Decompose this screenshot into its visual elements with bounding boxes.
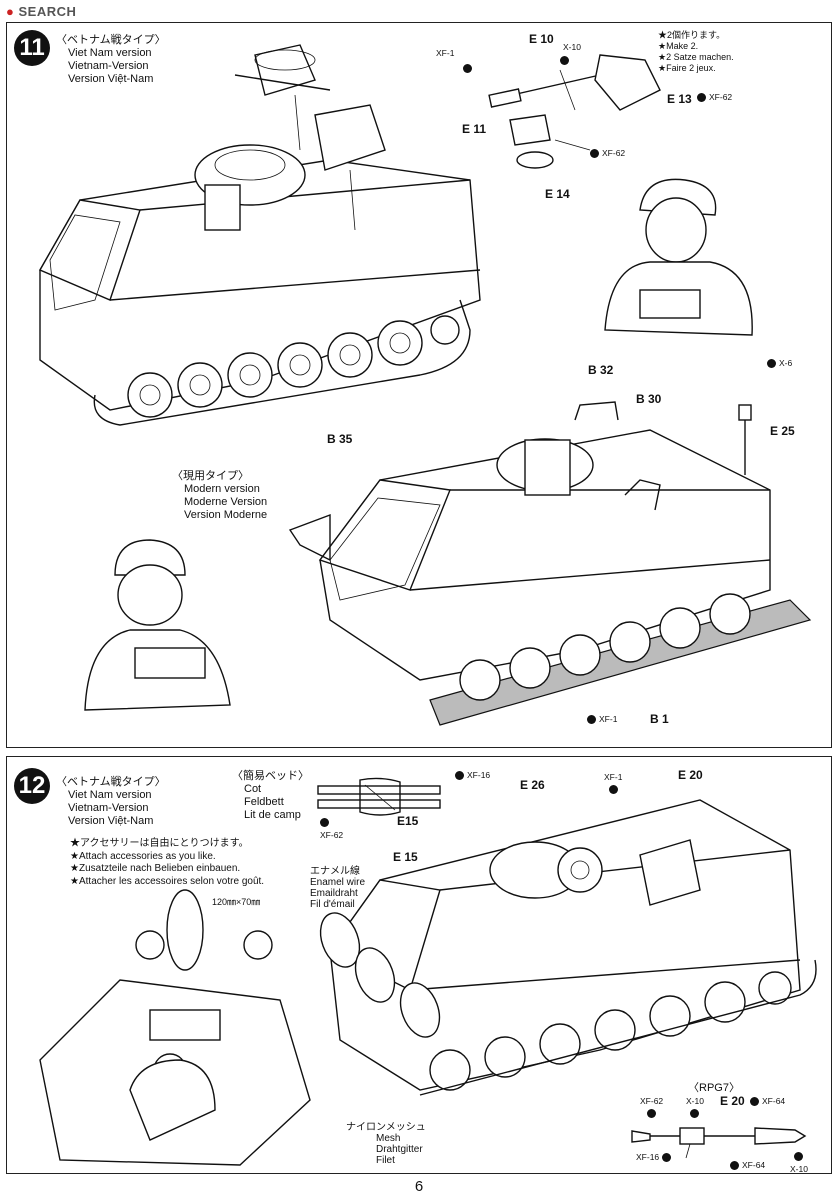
- paint-xf62-e14: XF-62: [590, 148, 625, 158]
- page-number: 6: [414, 1178, 424, 1195]
- part-e15-cot-label: E15: [397, 814, 419, 828]
- accessory-notes: ★アクセサリーは自由にとりつけます。 ★Attach accessories a…: [70, 838, 265, 887]
- paint-dot-icon: [662, 1152, 672, 1162]
- cot-title: 〈簡易ベッド〉 Cot Feldbett Lit de camp: [232, 770, 309, 821]
- paint-xf1-step12: XF-1: [604, 772, 622, 794]
- paint-xf16-rpg: XF-16: [636, 1152, 672, 1162]
- part-b1-label: B 1: [650, 712, 669, 726]
- part-e25-label: E 25: [770, 424, 795, 438]
- paint-dot-icon: [767, 358, 776, 368]
- step-11-title: 〈ベトナム戦タイプ〉 Viet Nam version Vietnam-Vers…: [56, 34, 166, 85]
- paint-dot-icon: [455, 770, 464, 780]
- part-e20-label: E 20: [678, 768, 703, 782]
- dimension-label: 120㎜×70㎜: [212, 897, 261, 907]
- enamel-wire-label: エナメル線 Enamel wire Emaildraht Fil d'émail: [310, 866, 366, 910]
- modern-version-title: 〈現用タイプ〉 Modern version Moderne Version V…: [172, 470, 268, 521]
- paint-dot-icon: [608, 785, 618, 794]
- part-e15-label: E 15: [393, 850, 418, 864]
- part-e14-label: E 14: [545, 187, 570, 201]
- paint-xf64-rpg-bottom: XF-64: [730, 1160, 765, 1170]
- step-12-panel: [6, 756, 832, 1174]
- paint-dot-icon: [647, 1109, 657, 1118]
- paint-dot-icon: [320, 818, 329, 827]
- paint-xf62-rpg: XF-62: [640, 1096, 663, 1118]
- paint-xf62-e13: XF-62: [697, 92, 732, 102]
- part-b30-label: B 30: [636, 392, 662, 406]
- step-12-title: 〈ベトナム戦タイプ〉 Viet Nam version Vietnam-Vers…: [56, 776, 166, 827]
- paint-xf62-cot: XF-62: [320, 818, 343, 840]
- watermark: ● SEARCH: [6, 4, 77, 19]
- paint-dot-icon: [750, 1096, 759, 1106]
- part-e13-label: E 13: [667, 92, 692, 106]
- paint-xf16-cot: XF-16: [455, 770, 490, 780]
- paint-x10-upper: X-10: [563, 42, 581, 52]
- part-e26-label: E 26: [520, 778, 545, 792]
- rpg7-title: 〈RPG7〉: [688, 1082, 740, 1094]
- step-11-number: 11: [14, 30, 50, 66]
- paint-xf1-lower: XF-1: [587, 714, 617, 724]
- step-11-panel: [6, 22, 832, 748]
- part-e10-label: E 10: [529, 32, 554, 46]
- mesh-label: ナイロンメッシュ Mesh Drahtgitter Filet: [346, 1122, 426, 1166]
- part-b32-label: B 32: [588, 363, 614, 377]
- paint-dot-icon: [730, 1160, 739, 1170]
- part-e20-rpg-label: E 20: [720, 1094, 745, 1108]
- paint-dot-icon: [560, 56, 569, 65]
- paint-xf1-upper: XF-1: [436, 48, 455, 58]
- part-e11-label: E 11: [462, 122, 487, 136]
- step-12-number: 12: [14, 768, 50, 804]
- paint-xf64-rpg-top: XF-64: [750, 1096, 785, 1106]
- paint-x10-rpg-bottom: X-10: [790, 1152, 808, 1174]
- paint-x6: X-6: [767, 358, 792, 368]
- paint-dot-icon: [587, 714, 596, 724]
- paint-dot-icon: [794, 1152, 804, 1161]
- paint-dot-icon: [690, 1109, 700, 1118]
- paint-x10-rpg-top: X-10: [686, 1096, 704, 1118]
- make-two-note: ★2個作ります。 ★Make 2. ★2 Satze machen. ★Fair…: [658, 30, 734, 73]
- part-b35-label: B 35: [327, 432, 353, 446]
- paint-dot-icon: [590, 148, 599, 158]
- paint-dot-icon: [463, 64, 472, 73]
- paint-dot-icon: [697, 92, 706, 102]
